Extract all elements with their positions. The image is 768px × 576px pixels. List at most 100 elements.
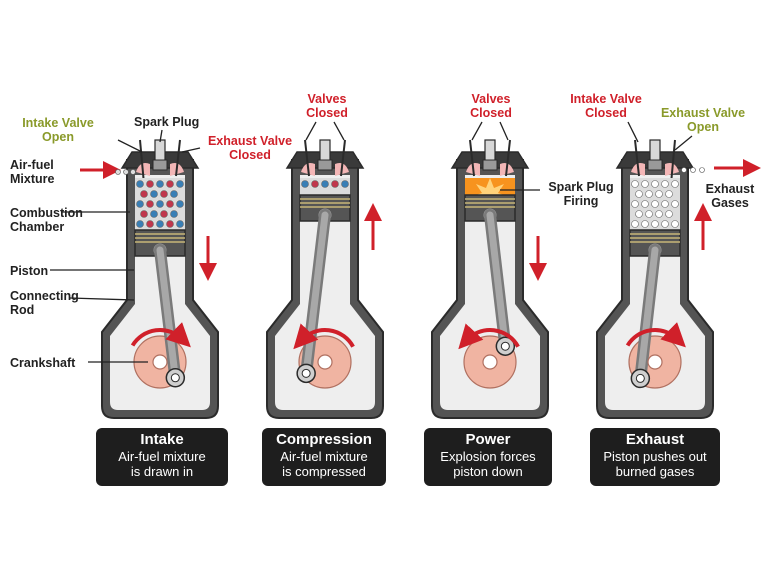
rotation-arrow-icon [293, 323, 355, 350]
caption-desc-line1: Piston pushes out [603, 449, 707, 464]
gas-particle [176, 200, 184, 208]
intake-valve-leader [117, 139, 143, 153]
valves-closed-leader-left [305, 121, 317, 141]
gas-particle [655, 190, 663, 198]
caption-title: Compression [276, 431, 372, 448]
spark-plug-base [152, 159, 168, 171]
intake-particle [115, 169, 121, 175]
connecting-rod-highlight [486, 211, 509, 350]
piston-label: Piston [10, 264, 49, 278]
gas-particle [170, 210, 178, 218]
gas-particle [176, 180, 184, 188]
crank-center [152, 354, 168, 370]
exhaust-valve-stem [340, 139, 346, 177]
gas-particle [150, 210, 158, 218]
engine-intake [101, 139, 219, 419]
spark-plug-leader [159, 129, 163, 143]
gas-particle [156, 180, 164, 188]
exhaust-particle [681, 167, 687, 173]
gas-particle [661, 200, 669, 208]
gas-particle [146, 200, 154, 208]
gas-particle [146, 220, 154, 228]
caption-title: Power [465, 431, 511, 448]
gas-particle [170, 190, 178, 198]
gas-particle [651, 200, 659, 208]
gas-particle [665, 190, 673, 198]
gas-particle [661, 220, 669, 228]
rotation-arrow-icon [458, 323, 520, 350]
gas-particle [136, 200, 144, 208]
intake-valve-stem [139, 139, 145, 185]
gas-particle [671, 220, 679, 228]
gas-particle [661, 180, 669, 188]
gas-particle [166, 220, 174, 228]
gas-particle [176, 220, 184, 228]
crank-center [317, 354, 333, 370]
gas-particle [156, 200, 164, 208]
rotation-arrow-icon [625, 322, 686, 348]
caption-exhaust: Exhaust Piston pushes out burned gases [590, 428, 720, 486]
exhaust-valve-leader [181, 147, 201, 153]
caption-desc-line1: Air-fuel mixture [280, 449, 368, 464]
valves-closed-power-leader-left [471, 121, 483, 141]
exhaust-particle [699, 167, 705, 173]
gas-particle [311, 180, 319, 188]
crank-pin-hole [635, 373, 645, 383]
caption-title: Intake [140, 431, 184, 448]
exhaust-valve-stem [175, 139, 181, 177]
gas-particle [641, 220, 649, 228]
gas-particle [645, 190, 653, 198]
gas-particle [301, 180, 309, 188]
gas-particle [160, 210, 168, 218]
connecting-rod-highlight [636, 246, 659, 382]
engine-exhaust [596, 139, 714, 419]
spark-plug-base [317, 159, 333, 171]
caption-desc-line1: Air-fuel mixture [118, 449, 206, 464]
gas-particle [651, 220, 659, 228]
gas-particle [140, 190, 148, 198]
intake-particle [123, 169, 129, 175]
crank-pin-hole [500, 341, 510, 351]
exhaust-valve-open-leader [674, 135, 693, 151]
caption-desc-line1: Explosion forces [440, 449, 536, 464]
crank-pin-hole [301, 368, 311, 378]
gas-particle [160, 190, 168, 198]
crank-pin-hole [170, 373, 180, 383]
valves-closed-power-leader-right [499, 121, 509, 141]
gas-particle [671, 180, 679, 188]
spark-plug-base [647, 159, 663, 171]
gas-particle [150, 190, 158, 198]
gas-particle [321, 180, 329, 188]
gas-particle [631, 180, 639, 188]
intake-valve-stem [634, 139, 640, 177]
gas-particle [156, 220, 164, 228]
exhaust-particle [690, 167, 696, 173]
gas-particle [341, 180, 349, 188]
intake-valve-closed-leader [627, 121, 639, 143]
gas-particle [631, 220, 639, 228]
gas-particle [651, 180, 659, 188]
crank-center [482, 354, 498, 370]
connecting-rod-leader [69, 297, 135, 301]
caption-title: Exhaust [625, 431, 685, 448]
gas-particle [655, 210, 663, 218]
crankcase-interior [440, 175, 540, 410]
gas-particle [166, 200, 174, 208]
gas-particle [641, 180, 649, 188]
gas-particle [136, 180, 144, 188]
exhaust-valve-stem [505, 139, 511, 177]
caption-intake: Intake Air-fuel mixture is drawn in [96, 428, 228, 486]
caption-desc-line2: piston down [453, 464, 523, 479]
caption-desc-line2: burned gases [615, 464, 695, 479]
engine-compression [266, 139, 384, 419]
gas-particle [671, 200, 679, 208]
exhaust-valve-stem [670, 139, 676, 185]
